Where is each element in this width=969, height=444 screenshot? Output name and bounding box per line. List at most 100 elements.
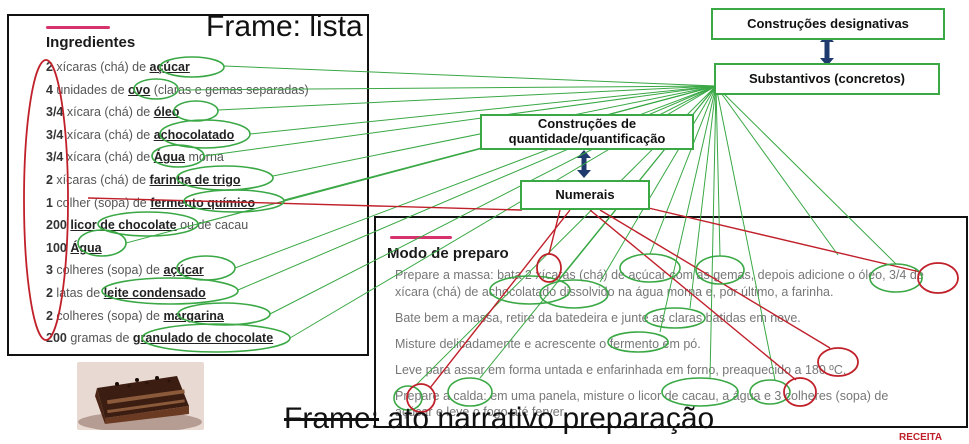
preparation-accent-bar (390, 236, 452, 239)
preparation-frame (374, 216, 968, 428)
noun-ellipse (695, 255, 745, 285)
ingredient-noun: óleo (153, 105, 180, 120)
numeral-connector-lines (87, 197, 921, 389)
noun-ellipse (661, 377, 739, 407)
numeral-ellipse (23, 59, 69, 341)
ingredient-line: 2 xícaras (chá) de açúcar (46, 60, 190, 74)
noun-ellipse (869, 263, 923, 293)
noun-connector-line (715, 85, 776, 381)
ingredient-quantity: 100 (46, 240, 67, 255)
preparation-line: açúcar e leve o fogo até ferver. (395, 405, 567, 419)
ingredient-note: ou de cacau (176, 218, 249, 233)
noun-ellipse (133, 78, 179, 100)
ingredient-line: 200 licor de chocolate ou de cacau (46, 218, 248, 232)
numeral-ellipse (406, 383, 436, 413)
noun-ellipse (393, 385, 423, 411)
noun-ellipse (749, 379, 791, 405)
numeral-ellipse (783, 377, 817, 407)
frame-narrative-prefix: Frame: (284, 402, 380, 435)
ingredient-note: morna (184, 150, 224, 165)
preparation-line: xícara (chá) de achocolatado dissolvido … (395, 285, 834, 299)
ingredients-accent-bar (46, 26, 110, 29)
noun-connector-line (649, 85, 717, 255)
ingredient-unit: gramas de (66, 331, 133, 346)
ingredient-unit: xícara (chá) de (63, 127, 154, 142)
ingredient-quantity: 2 (46, 173, 53, 187)
ingredients-heading: Ingredientes (46, 34, 136, 51)
noun-ellipse (607, 331, 669, 353)
numeral-connector-line (599, 209, 831, 349)
noun-ellipse (177, 302, 271, 326)
ingredient-noun: leite condensado (103, 286, 206, 300)
noun-connector-line (715, 85, 721, 257)
cake-illustration (77, 362, 204, 430)
preparation-heading: Modo de preparo (387, 245, 509, 262)
ingredient-quantity: 3 (46, 263, 53, 278)
receita-logo: RECEITA (899, 432, 943, 443)
ingredient-unit: colheres (sopa) de (52, 263, 164, 278)
noun-ellipse (159, 56, 225, 78)
noun-ellipse (539, 279, 609, 309)
ingredient-line: 3/4 xícara (chá) de óleo (46, 105, 179, 119)
ingredient-unit: xícaras (chá) de (52, 173, 150, 187)
ingredient-quantity: 2 (46, 286, 53, 300)
numeral-ellipses (23, 59, 959, 413)
ingredient-quantity: 2 (46, 60, 53, 74)
ingredient-noun: açúcar (163, 263, 204, 278)
concrete-nouns-box: Substantivos (concretos) (714, 63, 940, 95)
ingredient-line: 4 unidades de ovo (claras e gemas separa… (46, 83, 309, 97)
noun-ellipse (644, 307, 706, 329)
noun-ellipse (151, 144, 205, 168)
ingredient-unit: xícara (chá) de (63, 150, 154, 165)
noun-ellipse (447, 377, 493, 407)
ingredient-noun: açúcar (149, 60, 190, 74)
ingredient-unit: colheres (sopa) de (52, 308, 164, 323)
noun-ellipse (141, 323, 291, 353)
ingredient-noun: licor de chocolate (70, 218, 177, 233)
numeral-connector-line (639, 205, 921, 273)
ingredient-line: 3 colheres (sopa) de açúcar (46, 263, 204, 277)
noun-connector-line (709, 85, 717, 379)
ingredient-noun: fermento químico (150, 195, 256, 210)
frame-narrative-rest: ato narrativo preparação (379, 402, 715, 435)
noun-connector-line (715, 85, 839, 256)
ingredient-noun: farinha de trigo (149, 173, 241, 187)
noun-connector-line (203, 85, 717, 157)
noun-connector-line (599, 85, 717, 283)
noun-ellipse (159, 119, 251, 149)
designative-constructions-box: Construções designativas (711, 8, 945, 40)
frame-narrative-label: Frame: ato narrativo preparação (284, 402, 714, 436)
noun-ellipse (619, 253, 681, 283)
ingredient-note: (claras e gemas separadas) (150, 82, 309, 97)
noun-connector-line (715, 85, 897, 265)
numeral-connector-line (87, 197, 523, 211)
frame-list-label: Frame: lista (206, 10, 363, 43)
quantity-constructions-box: Construções de quantidade/quantificação (480, 114, 694, 150)
ingredient-quantity: 3/4 (46, 105, 64, 120)
noun-connector-line (177, 85, 717, 91)
ingredient-unit: xícara (chá) de (63, 105, 154, 120)
noun-ellipse (97, 211, 199, 237)
ingredient-noun: granulado de chocolate (132, 331, 274, 346)
cake-photo (77, 362, 204, 430)
numeral-connector-line (548, 209, 561, 255)
noun-ellipse (176, 255, 236, 281)
ingredient-noun: ovo (128, 82, 151, 97)
ingredient-noun: achocolatado (153, 127, 235, 142)
ingredient-quantity: 1 (46, 195, 53, 210)
noun-connector-line (659, 85, 717, 333)
noun-ellipse (77, 229, 127, 257)
noun-ellipse (176, 165, 274, 191)
ingredient-quantity: 3/4 (46, 150, 64, 165)
numeral-ellipse (917, 262, 959, 294)
ingredient-quantity: 3/4 (46, 127, 64, 142)
numerals-box: Numerais (520, 180, 650, 210)
noun-ellipse (173, 100, 219, 122)
noun-connector-line (249, 85, 717, 135)
ingredient-unit: unidades de (52, 82, 129, 97)
noun-connector-line (125, 85, 717, 244)
noun-ellipse (101, 277, 239, 305)
numeral-ellipse (536, 253, 562, 283)
ingredient-noun: Água (153, 150, 185, 165)
